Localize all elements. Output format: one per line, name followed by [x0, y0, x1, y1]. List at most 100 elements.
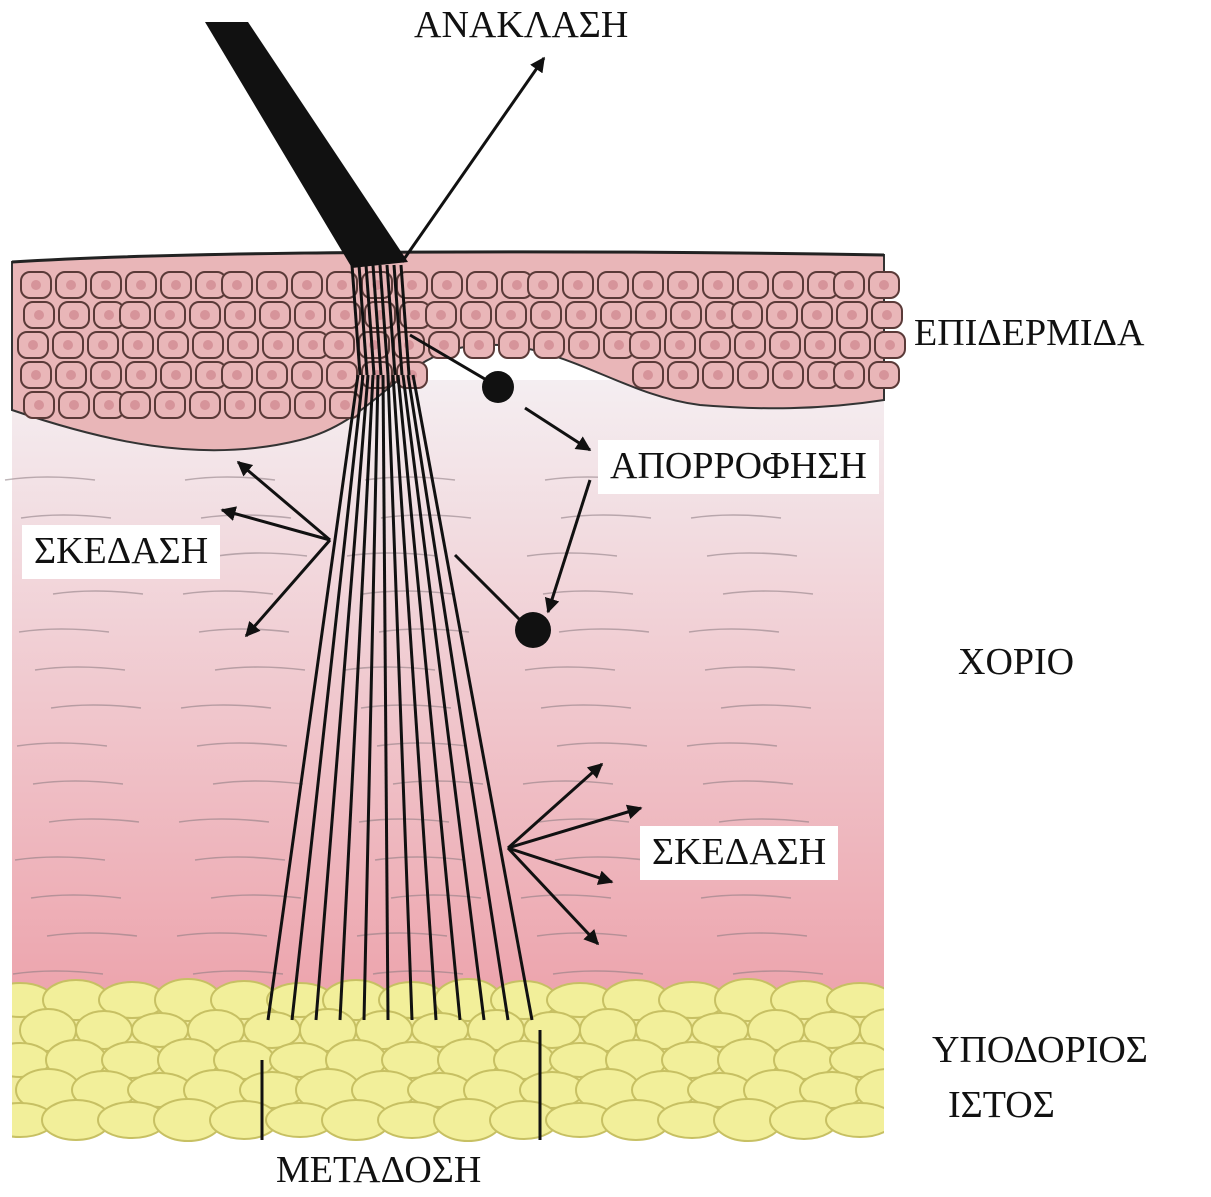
label-scattering-left: ΣΚΕΔΑΣΗ [22, 525, 220, 579]
subcutaneous-fat-cells [0, 979, 920, 1141]
cell-nucleus [812, 310, 822, 320]
cell-nucleus [512, 280, 522, 290]
cell-nucleus [643, 280, 653, 290]
cell-nucleus [818, 370, 828, 380]
cell-nucleus [340, 310, 350, 320]
cell-nucleus [69, 400, 79, 410]
cell-nucleus [235, 400, 245, 410]
cell-nucleus [541, 310, 551, 320]
cell-nucleus [850, 340, 860, 350]
label-absorption: ΑΠΟΡΡΟΦΗΣΗ [598, 440, 879, 494]
cell-nucleus [305, 400, 315, 410]
cell-nucleus [334, 340, 344, 350]
cell-nucleus [98, 340, 108, 350]
label-subcutaneous-line2: ΙΣΤΟΣ [948, 1085, 1055, 1127]
cell-nucleus [748, 280, 758, 290]
cell-nucleus [815, 340, 825, 350]
cell-nucleus [136, 280, 146, 290]
label-scattering-right: ΣΚΕΔΑΣΗ [640, 826, 838, 880]
cell-nucleus [200, 400, 210, 410]
cell-nucleus [267, 370, 277, 380]
cell-nucleus [675, 340, 685, 350]
label-reflection: ΑΝΑΚΛΑΣΗ [414, 5, 628, 47]
cell-nucleus [66, 280, 76, 290]
cell-nucleus [407, 280, 417, 290]
cell-nucleus [232, 280, 242, 290]
cell-nucleus [28, 340, 38, 350]
cell-nucleus [168, 340, 178, 350]
cell-nucleus [614, 340, 624, 350]
cell-nucleus [203, 340, 213, 350]
absorber-dot-dermis [515, 612, 551, 648]
cell-nucleus [882, 310, 892, 320]
reflection-arrow [402, 58, 544, 262]
fat-cell [826, 1103, 894, 1137]
cell-nucleus [716, 310, 726, 320]
cell-nucleus [133, 340, 143, 350]
cell-nucleus [509, 340, 519, 350]
incident-beam [205, 22, 408, 268]
cell-nucleus [31, 280, 41, 290]
cell-nucleus [576, 310, 586, 320]
cell-nucleus [305, 310, 315, 320]
cell-nucleus [34, 310, 44, 320]
cell-nucleus [66, 370, 76, 380]
cell-nucleus [206, 370, 216, 380]
cell-nucleus [273, 340, 283, 350]
cell-nucleus [302, 280, 312, 290]
cell-nucleus [678, 280, 688, 290]
cell-nucleus [678, 370, 688, 380]
cell-nucleus [885, 340, 895, 350]
cell-nucleus [879, 370, 889, 380]
cell-nucleus [579, 340, 589, 350]
cell-nucleus [611, 310, 621, 320]
cell-nucleus [643, 370, 653, 380]
cell-nucleus [171, 280, 181, 290]
cell-nucleus [171, 370, 181, 380]
cell-nucleus [270, 310, 280, 320]
cell-nucleus [340, 400, 350, 410]
cell-nucleus [471, 310, 481, 320]
cell-nucleus [474, 340, 484, 350]
cell-nucleus [130, 400, 140, 410]
cell-nucleus [608, 280, 618, 290]
cell-nucleus [436, 310, 446, 320]
cell-nucleus [200, 310, 210, 320]
cell-nucleus [818, 280, 828, 290]
label-transmission: ΜΕΤΑΔΟΣΗ [276, 1150, 481, 1192]
cell-nucleus [538, 280, 548, 290]
cell-nucleus [745, 340, 755, 350]
cell-nucleus [710, 340, 720, 350]
cell-nucleus [31, 370, 41, 380]
cell-nucleus [681, 310, 691, 320]
cell-nucleus [232, 370, 242, 380]
cell-nucleus [337, 370, 347, 380]
cell-nucleus [844, 370, 854, 380]
cell-nucleus [101, 280, 111, 290]
cell-nucleus [780, 340, 790, 350]
cell-nucleus [506, 310, 516, 320]
cell-nucleus [238, 340, 248, 350]
cell-nucleus [235, 310, 245, 320]
cell-nucleus [302, 370, 312, 380]
label-epidermis: ΕΠΙΔΕΡΜΙΔΑ [914, 313, 1144, 355]
cell-nucleus [270, 400, 280, 410]
cell-nucleus [783, 370, 793, 380]
cell-nucleus [646, 310, 656, 320]
cell-nucleus [477, 280, 487, 290]
cell-nucleus [165, 400, 175, 410]
cell-nucleus [442, 280, 452, 290]
cell-nucleus [879, 280, 889, 290]
cell-nucleus [544, 340, 554, 350]
cell-nucleus [844, 280, 854, 290]
cell-nucleus [847, 310, 857, 320]
cell-nucleus [63, 340, 73, 350]
cell-nucleus [777, 310, 787, 320]
cell-nucleus [640, 340, 650, 350]
cell-nucleus [783, 280, 793, 290]
cell-nucleus [439, 340, 449, 350]
cell-nucleus [748, 370, 758, 380]
cell-nucleus [713, 280, 723, 290]
